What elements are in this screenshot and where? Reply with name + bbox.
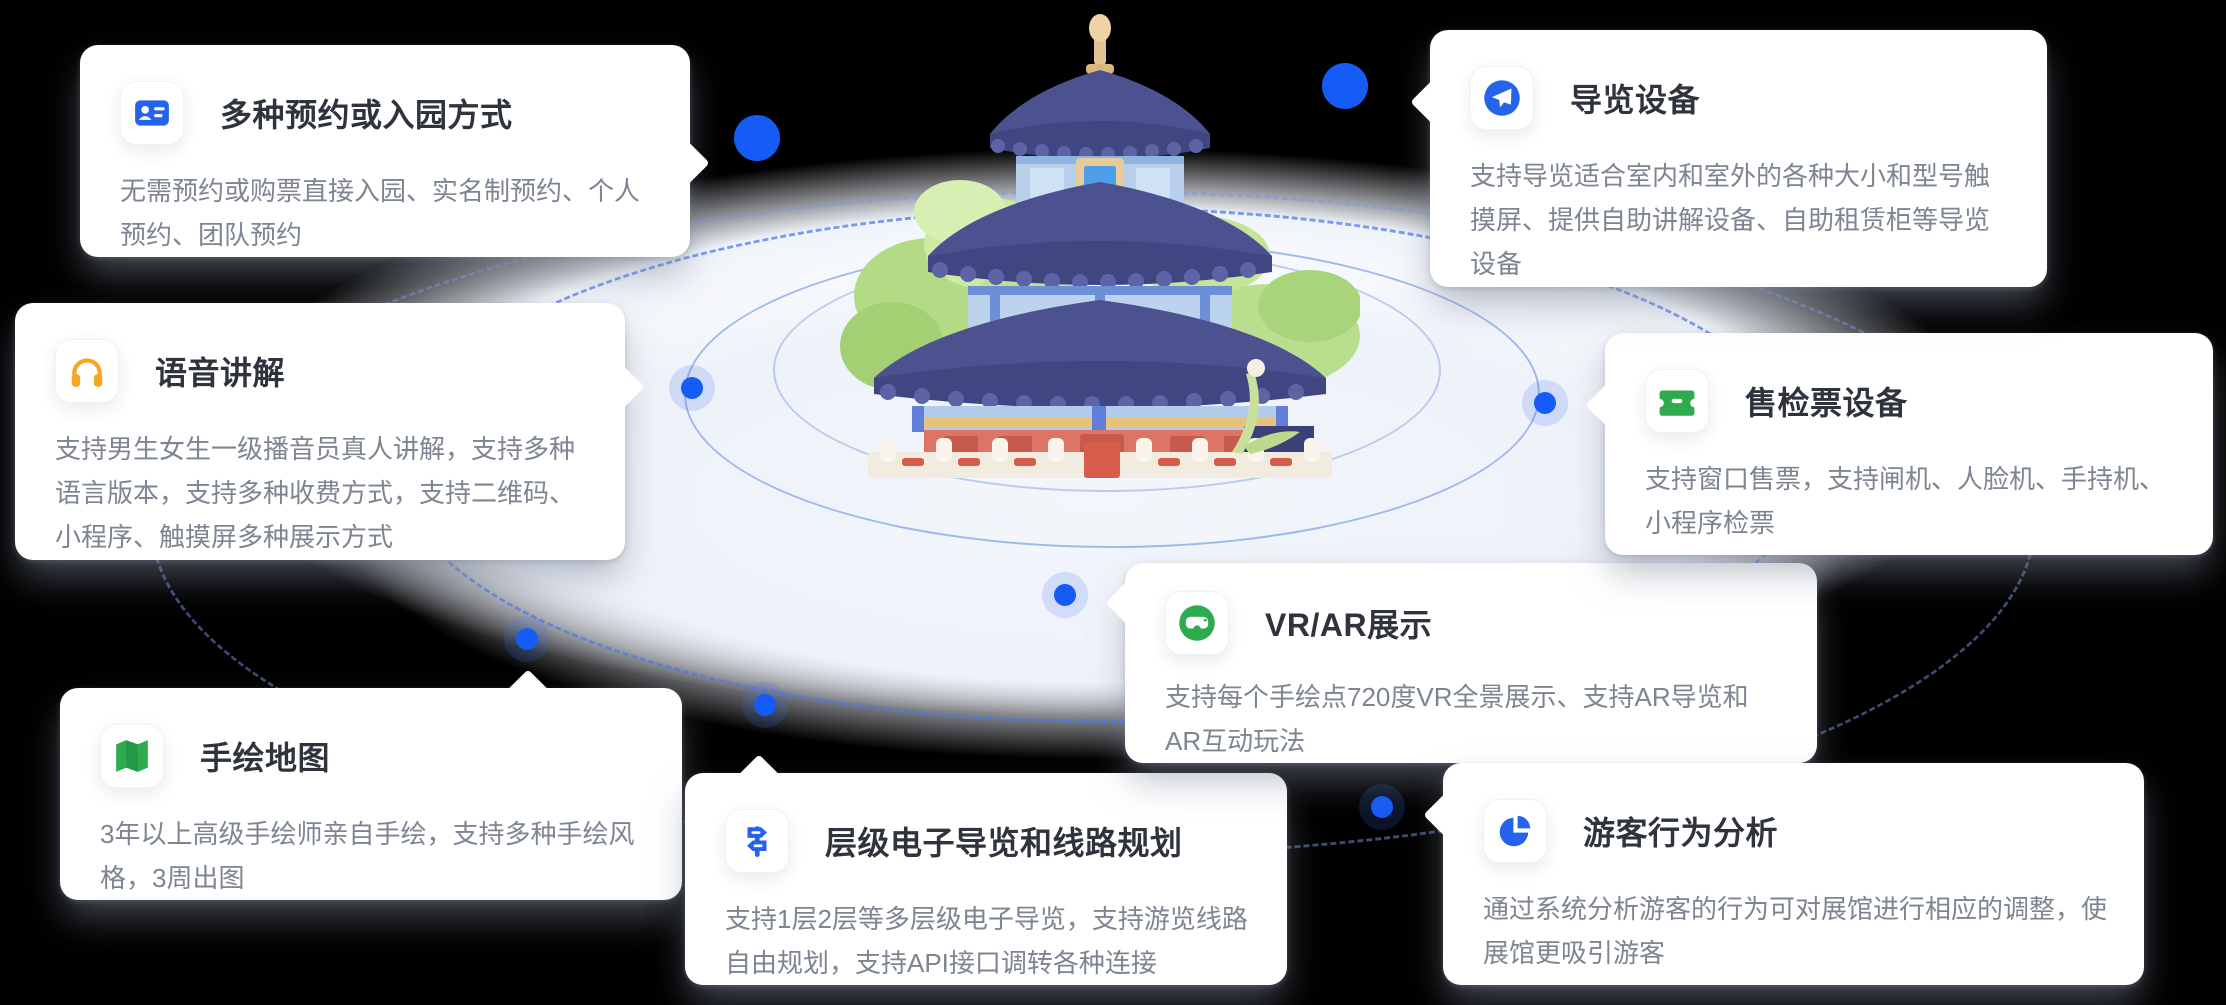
card-title: 手绘地图 bbox=[200, 740, 331, 776]
card-desc: 支持每个手绘点720度VR全景展示、支持AR导览和AR互动玩法 bbox=[1165, 682, 1749, 757]
card-desc: 3年以上高级手绘师亲自手绘，支持多种手绘风格，3周出图 bbox=[100, 819, 635, 894]
orbit-node-dot-analytics bbox=[1359, 784, 1405, 830]
card-desc: 支持1层2层等多层级电子导览，支持游览线路自由规划，支持API接口调转各种连接 bbox=[725, 904, 1248, 979]
feature-card-map: 手绘地图 3年以上高级手绘师亲自手绘，支持多种手绘风格，3周出图 bbox=[60, 669, 682, 901]
feature-card-vrar: VR/AR展示 支持每个手绘点720度VR全景展示、支持AR导览和AR互动玩法 bbox=[1105, 563, 1817, 764]
card-title: 游客行为分析 bbox=[1583, 815, 1779, 851]
temple-illustration bbox=[840, 14, 1360, 478]
feature-card-analytics: 游客行为分析 通过系统分析游客的行为可对展馆进行相应的调整，使展馆更吸引游客 bbox=[1423, 763, 2144, 985]
feature-card-audio-guide: 语音讲解 支持男生女生一级播音员真人讲解，支持多种语言版本，支持多种收费方式，支… bbox=[15, 303, 645, 560]
navigation-icon bbox=[1470, 66, 1534, 130]
card-desc: 通过系统分析游客的行为可对展馆进行相应的调整，使展馆更吸引游客 bbox=[1483, 894, 2108, 969]
card-desc: 支持男生女生一级播音员真人讲解，支持多种语言版本，支持多种收费方式，支持二维码、… bbox=[55, 434, 576, 553]
map-icon bbox=[100, 724, 164, 788]
orbit-node-dot-vrar bbox=[1042, 572, 1088, 618]
pie-chart-icon bbox=[1483, 799, 1547, 863]
card-title: 多种预约或入园方式 bbox=[220, 97, 513, 133]
orbit-node-dot-booking bbox=[734, 115, 780, 161]
card-title: 导览设备 bbox=[1570, 82, 1701, 118]
orbit-node-dot-audio bbox=[669, 365, 715, 411]
card-title: 售检票设备 bbox=[1745, 385, 1908, 421]
card-pointer bbox=[1410, 79, 1456, 125]
headphones-icon bbox=[55, 339, 119, 403]
card-title: VR/AR展示 bbox=[1265, 607, 1433, 643]
orbit-node-dot-guide-devices bbox=[1322, 63, 1368, 109]
orbit-node-dot-ticketing bbox=[1522, 380, 1568, 426]
card-desc: 支持导览适合室内和室外的各种大小和型号触摸屏、提供自助讲解设备、自助租赁柜等导览… bbox=[1470, 161, 1991, 280]
card-desc: 支持窗口售票，支持闸机、人脸机、手持机、小程序检票 bbox=[1645, 464, 2166, 539]
ticket-icon bbox=[1645, 369, 1709, 433]
signpost-icon bbox=[725, 809, 789, 873]
feature-card-booking: 多种预约或入园方式 无需预约或购票直接入园、实名制预约、个人预约、团队预约 bbox=[80, 45, 710, 258]
orbit-node-dot-eguide bbox=[742, 682, 788, 728]
feature-card-ticketing: 售检票设备 支持窗口售票，支持闸机、人脸机、手持机、小程序检票 bbox=[1585, 333, 2213, 555]
card-title: 层级电子导览和线路规划 bbox=[825, 825, 1183, 861]
idcard-icon bbox=[120, 81, 184, 145]
feature-card-eguide: 层级电子导览和线路规划 支持1层2层等多层级电子导览，支持游览线路自由规划，支持… bbox=[685, 754, 1287, 986]
card-title: 语音讲解 bbox=[155, 355, 286, 391]
feature-card-guide-devices: 导览设备 支持导览适合室内和室外的各种大小和型号触摸屏、提供自助讲解设备、自助租… bbox=[1410, 30, 2047, 287]
orbit-node-dot-map bbox=[504, 616, 550, 662]
vr-goggles-icon bbox=[1165, 591, 1229, 655]
card-desc: 无需预约或购票直接入园、实名制预约、个人预约、团队预约 bbox=[120, 176, 641, 251]
